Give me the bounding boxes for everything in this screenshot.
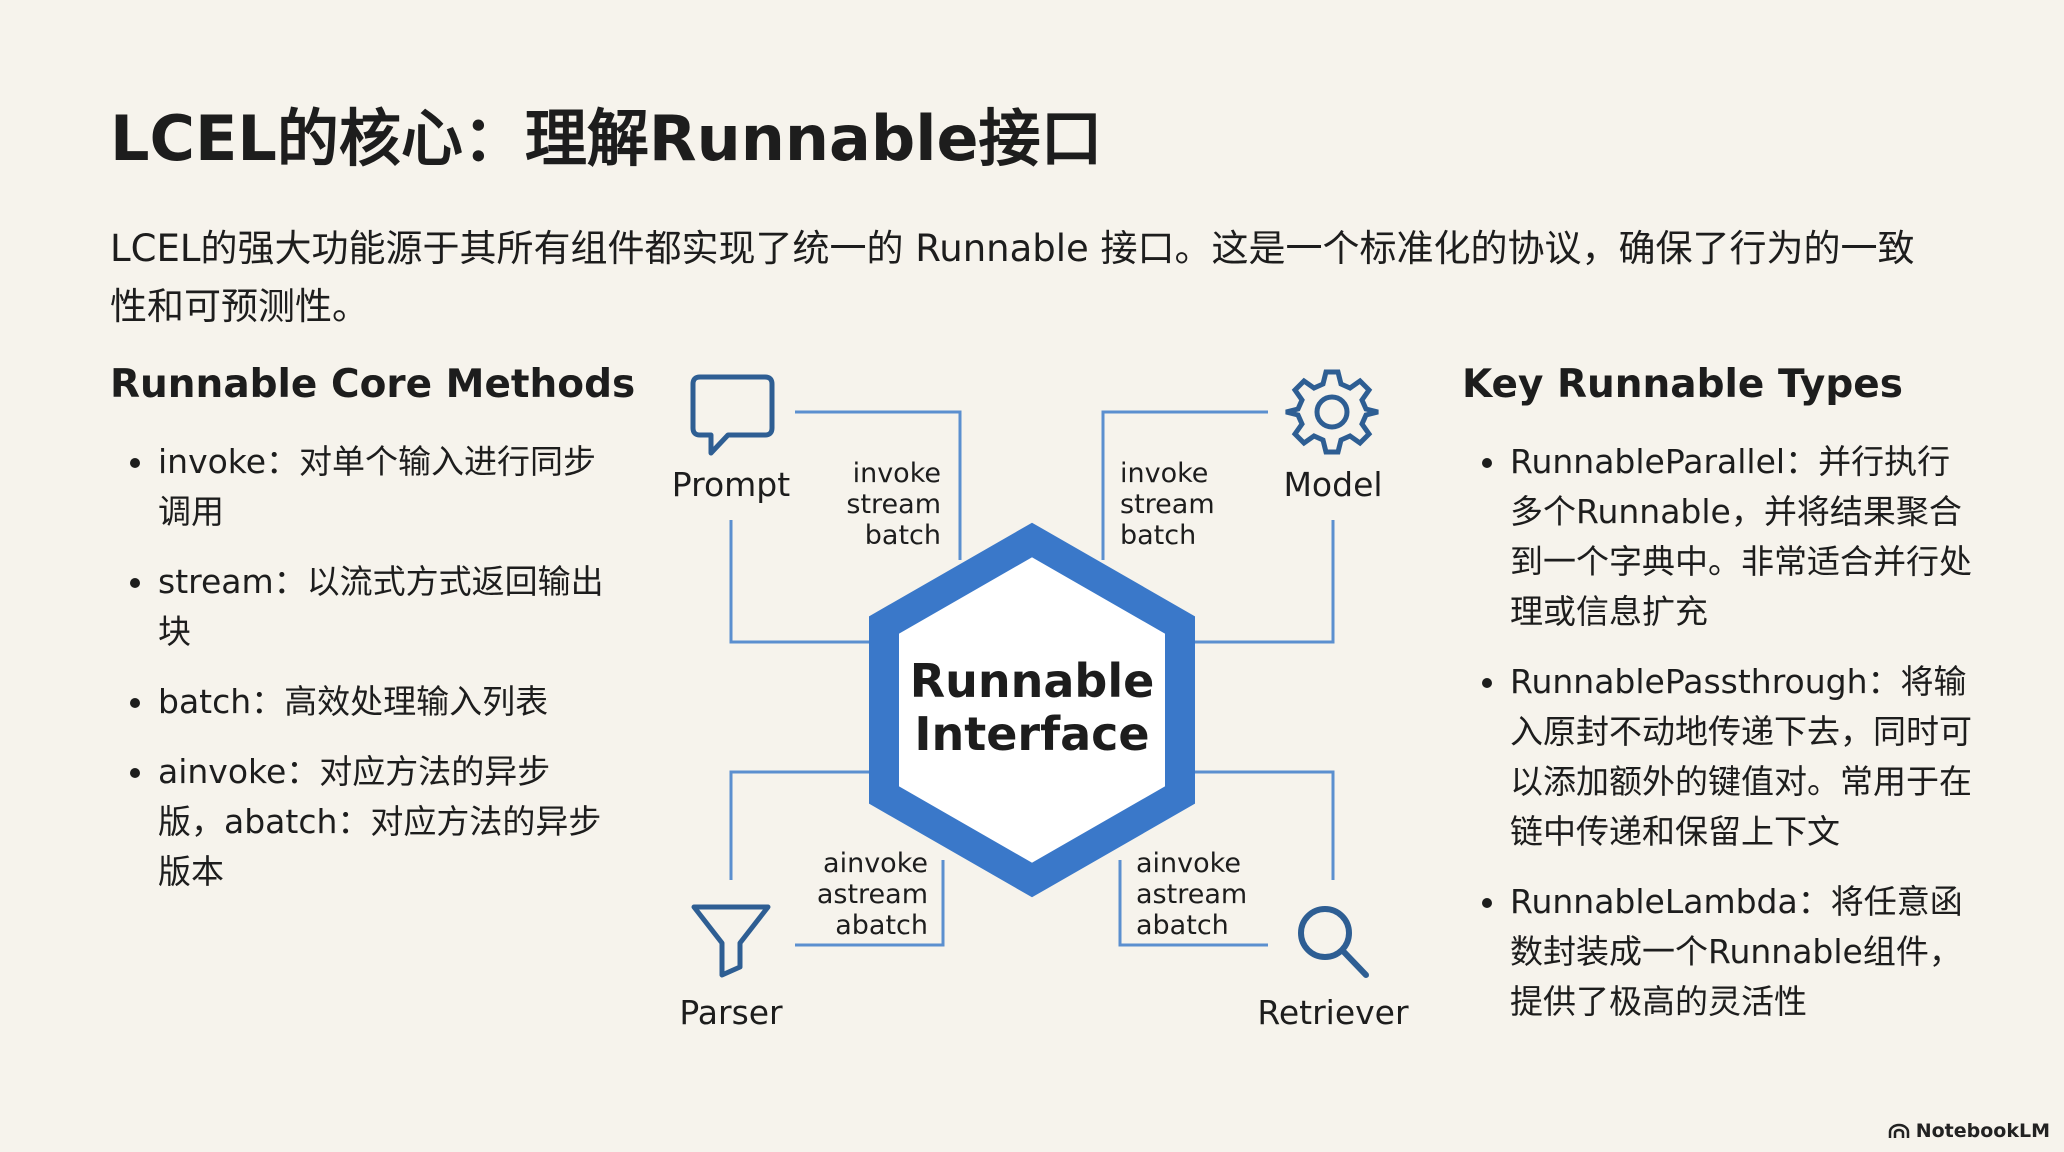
runnable-types-heading: Key Runnable Types [1462,362,1903,407]
runnable-hexagon [869,522,1195,898]
connector-retriever-right [1195,770,1335,880]
list-item: RunnablePassthrough：将输入原封不动地传递下去，同时可以添加额… [1462,657,1982,857]
connector-prompt-top [795,410,962,560]
list-item: ainvoke：对应方法的异步版，abatch：对应方法的异步版本 [110,747,610,897]
list-item: RunnableParallel：并行执行多个Runnable，并将结果聚合到一… [1462,437,1982,637]
core-methods-list: invoke：对单个输入进行同步调用 stream：以流式方式返回输出块 bat… [110,437,610,917]
hexagon-label-line1: Runnable [910,654,1155,708]
method-label: astream [1136,879,1247,910]
core-methods-heading: Runnable Core Methods [110,362,636,407]
method-label: batch [865,520,941,551]
brand-watermark: NotebookLM [1888,1120,2050,1142]
node-label-parser: Parser [679,993,783,1032]
method-label: astream [817,879,928,910]
connector-model-right [1195,520,1335,644]
method-label: batch [1120,520,1196,551]
method-label: ainvoke [823,848,928,879]
hexagon-label-line2: Interface [914,707,1149,761]
connector-parser-bottom [795,860,945,947]
brand-label: NotebookLM [1915,1120,2050,1142]
method-label: abatch [1136,910,1229,941]
list-item: RunnableLambda：将任意函数封装成一个Runnable组件，提供了极… [1462,877,1982,1027]
search-icon [1298,906,1369,978]
notebooklm-logo-icon [1888,1123,1909,1138]
connector-lines [729,410,1335,947]
method-label: invoke [1120,458,1208,489]
intro-paragraph: LCEL的强大功能源于其所有组件都实现了统一的 Runnable 接口。这是一个… [110,227,1915,328]
method-label: invoke [853,458,941,489]
runnable-types-list: RunnableParallel：并行执行多个Runnable，并将结果聚合到一… [1462,437,1982,1047]
gear-icon [1285,369,1379,455]
connector-prompt-left [729,520,870,644]
method-label: ainvoke [1136,848,1241,879]
chat-bubble-icon [690,374,775,456]
list-item: stream：以流式方式返回输出块 [110,557,610,657]
node-label-retriever: Retriever [1257,993,1409,1032]
list-item: invoke：对单个输入进行同步调用 [110,437,610,537]
connector-model-top [1101,410,1268,560]
method-label: stream [846,489,941,520]
connector-retriever-bottom [1118,860,1268,947]
node-label-model: Model [1283,465,1382,504]
funnel-icon [691,904,771,978]
list-item: batch：高效处理输入列表 [110,677,610,727]
node-label-prompt: Prompt [672,465,790,504]
page-title: LCEL的核心：理解Runnable接口 [110,102,1103,175]
connector-parser-left [729,770,870,880]
method-label: abatch [835,910,928,941]
method-label: stream [1120,489,1215,520]
